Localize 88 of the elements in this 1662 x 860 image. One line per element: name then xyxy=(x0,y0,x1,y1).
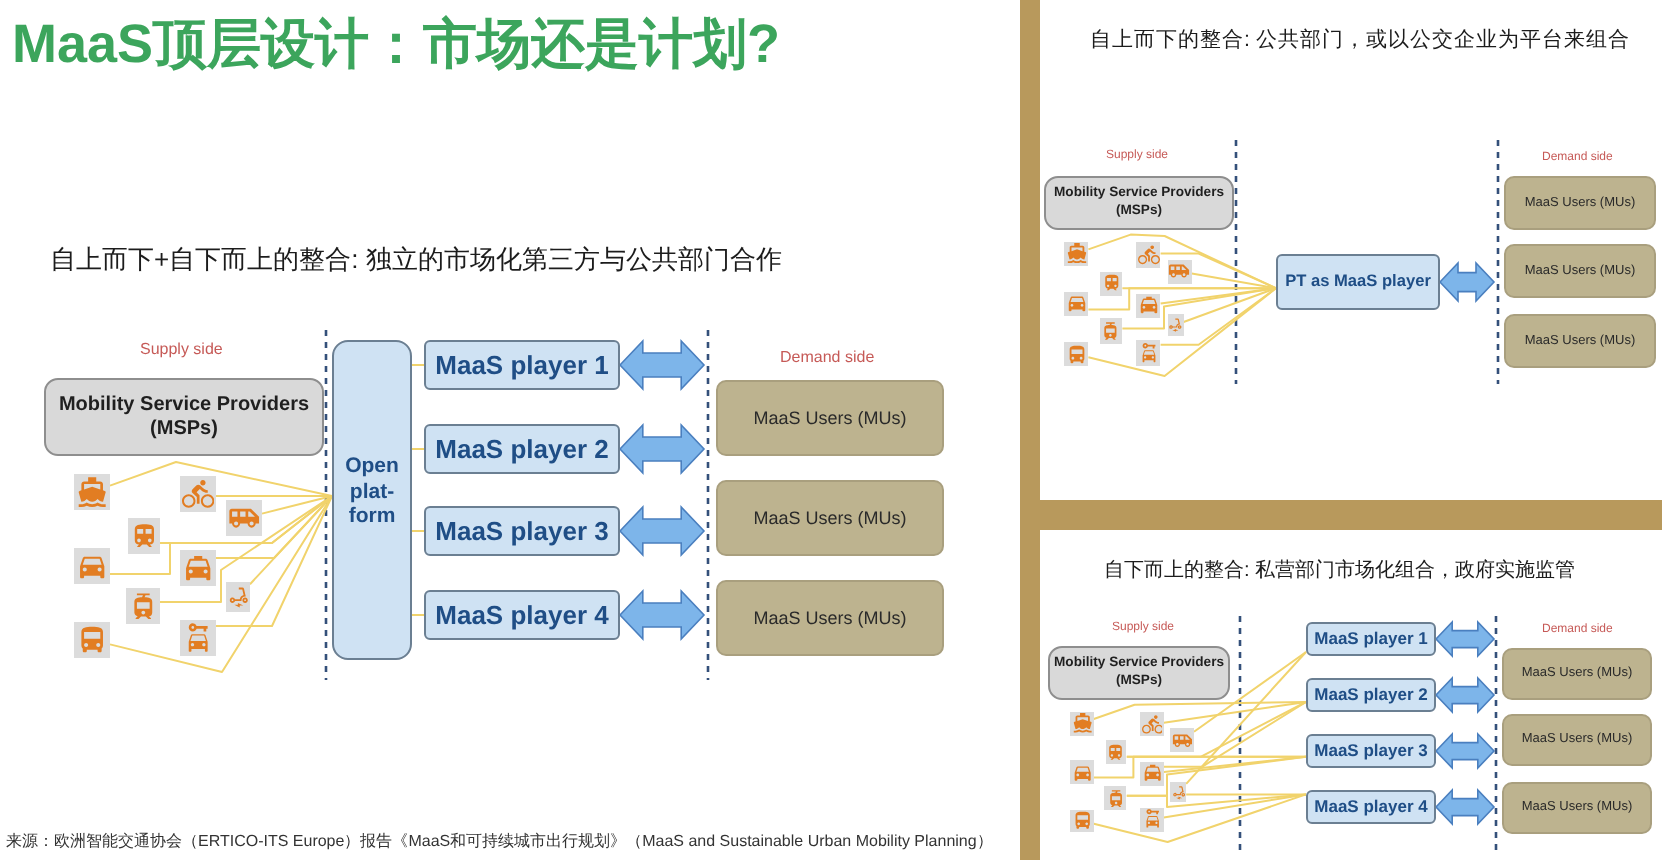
minibus-icon xyxy=(226,500,262,536)
bus-icon xyxy=(1070,809,1094,833)
connector-line xyxy=(261,495,333,515)
player-box: MaaS player 1 xyxy=(1306,622,1436,656)
tram-icon xyxy=(1099,318,1123,344)
connector-line xyxy=(1185,793,1307,796)
double-arrow xyxy=(618,339,706,391)
scooter-icon xyxy=(1170,782,1187,803)
train-icon xyxy=(1105,740,1127,765)
taxi-icon xyxy=(1136,293,1161,318)
double-arrow xyxy=(1434,732,1496,770)
player-box: MaaS player 4 xyxy=(1306,790,1436,824)
car-icon xyxy=(1136,340,1161,366)
connector-line xyxy=(1193,651,1307,733)
connector-line xyxy=(1162,793,1307,819)
taxi-icon xyxy=(1139,761,1164,786)
connector-line xyxy=(411,530,425,532)
source-note: 来源：欧洲智能交通协会（ERTICO-ITS Europe）报告《MaaS和可持续城市出行规划》（MaaS and Sustainable Urban Mobility Planning） xyxy=(6,832,993,852)
panel-heading: 自上而下+自下而上的整合: 独立的市场化第三方与公共部门合作 xyxy=(50,244,782,276)
connector-line xyxy=(1190,272,1277,290)
double-arrow xyxy=(1438,261,1496,303)
car-icon xyxy=(1064,291,1089,317)
bicycle-icon xyxy=(180,476,216,512)
tram-icon xyxy=(1104,786,1127,811)
player-box: MaaS player 4 xyxy=(424,590,620,640)
boat-icon xyxy=(1064,241,1089,266)
car-icon xyxy=(1070,760,1094,784)
side-label: Supply side xyxy=(140,340,223,360)
connector-line xyxy=(1162,701,1307,768)
player-box: MaaS player 2 xyxy=(424,424,620,474)
train-icon xyxy=(128,518,160,554)
user-box: MaaS Users (MUs) xyxy=(716,380,944,456)
minibus-icon xyxy=(1167,259,1192,284)
double-arrow xyxy=(618,589,706,641)
connector-line xyxy=(1092,701,1307,720)
connector-line xyxy=(1125,755,1307,758)
minibus-icon xyxy=(1170,728,1195,753)
tram-icon xyxy=(126,588,160,624)
connector-line xyxy=(1092,793,1307,843)
side-label: Demand side xyxy=(780,348,875,368)
connector-line xyxy=(1185,651,1307,785)
panel-heading: 自下而上的整合: 私营部门市场化组合，政府实施监管 xyxy=(1104,560,1576,585)
connector-line xyxy=(1087,287,1277,377)
slide-panel xyxy=(1040,530,1662,860)
connector-line xyxy=(1159,287,1277,346)
connector-line xyxy=(1162,701,1307,724)
double-arrow xyxy=(618,423,706,475)
boat-icon xyxy=(1070,711,1094,736)
car-icon xyxy=(74,548,110,584)
connector-line xyxy=(1182,287,1277,323)
connector-line xyxy=(1159,252,1277,290)
train-icon xyxy=(1100,271,1123,296)
platform-box: Open plat- form xyxy=(332,340,412,660)
connector-line xyxy=(215,495,333,497)
connector-line xyxy=(1087,233,1277,290)
car-icon xyxy=(180,620,216,656)
provider-box: Mobility Service Providers (MSPs) xyxy=(44,378,324,456)
connector-line xyxy=(411,364,425,366)
taxi-icon xyxy=(180,550,216,586)
user-box: MaaS Users (MUs) xyxy=(716,580,944,656)
bus-icon xyxy=(74,622,110,658)
bicycle-icon xyxy=(1139,712,1164,737)
slide-title: MaaS顶层设计：市场还是计划? xyxy=(12,12,781,77)
connector-line xyxy=(109,495,333,673)
slide-panel xyxy=(0,0,1020,860)
scooter-icon xyxy=(226,582,250,612)
double-arrow xyxy=(1434,676,1496,714)
slide-panel xyxy=(1040,0,1662,500)
scooter-icon xyxy=(1167,314,1184,336)
player-box: MaaS player 3 xyxy=(1306,734,1436,768)
connector-line xyxy=(215,495,333,627)
bus-icon xyxy=(1064,342,1089,367)
double-arrow xyxy=(618,505,706,557)
connector-line xyxy=(109,461,333,497)
player-box: PT as MaaS player xyxy=(1276,254,1440,310)
double-arrow xyxy=(1434,788,1496,826)
player-box: MaaS player 1 xyxy=(424,340,620,390)
bicycle-icon xyxy=(1136,242,1161,268)
car-icon xyxy=(1139,807,1164,832)
connector-line xyxy=(411,614,425,616)
player-box: MaaS player 3 xyxy=(424,506,620,556)
user-box: MaaS Users (MUs) xyxy=(716,480,944,556)
player-box: MaaS player 2 xyxy=(1306,678,1436,712)
panel-heading: 自上而下的整合: 公共部门，或以公交企业为平台来组合 xyxy=(1090,28,1630,54)
connector-line xyxy=(159,495,333,603)
double-arrow xyxy=(1434,620,1496,658)
boat-icon xyxy=(74,474,110,510)
connector-line xyxy=(411,448,425,450)
